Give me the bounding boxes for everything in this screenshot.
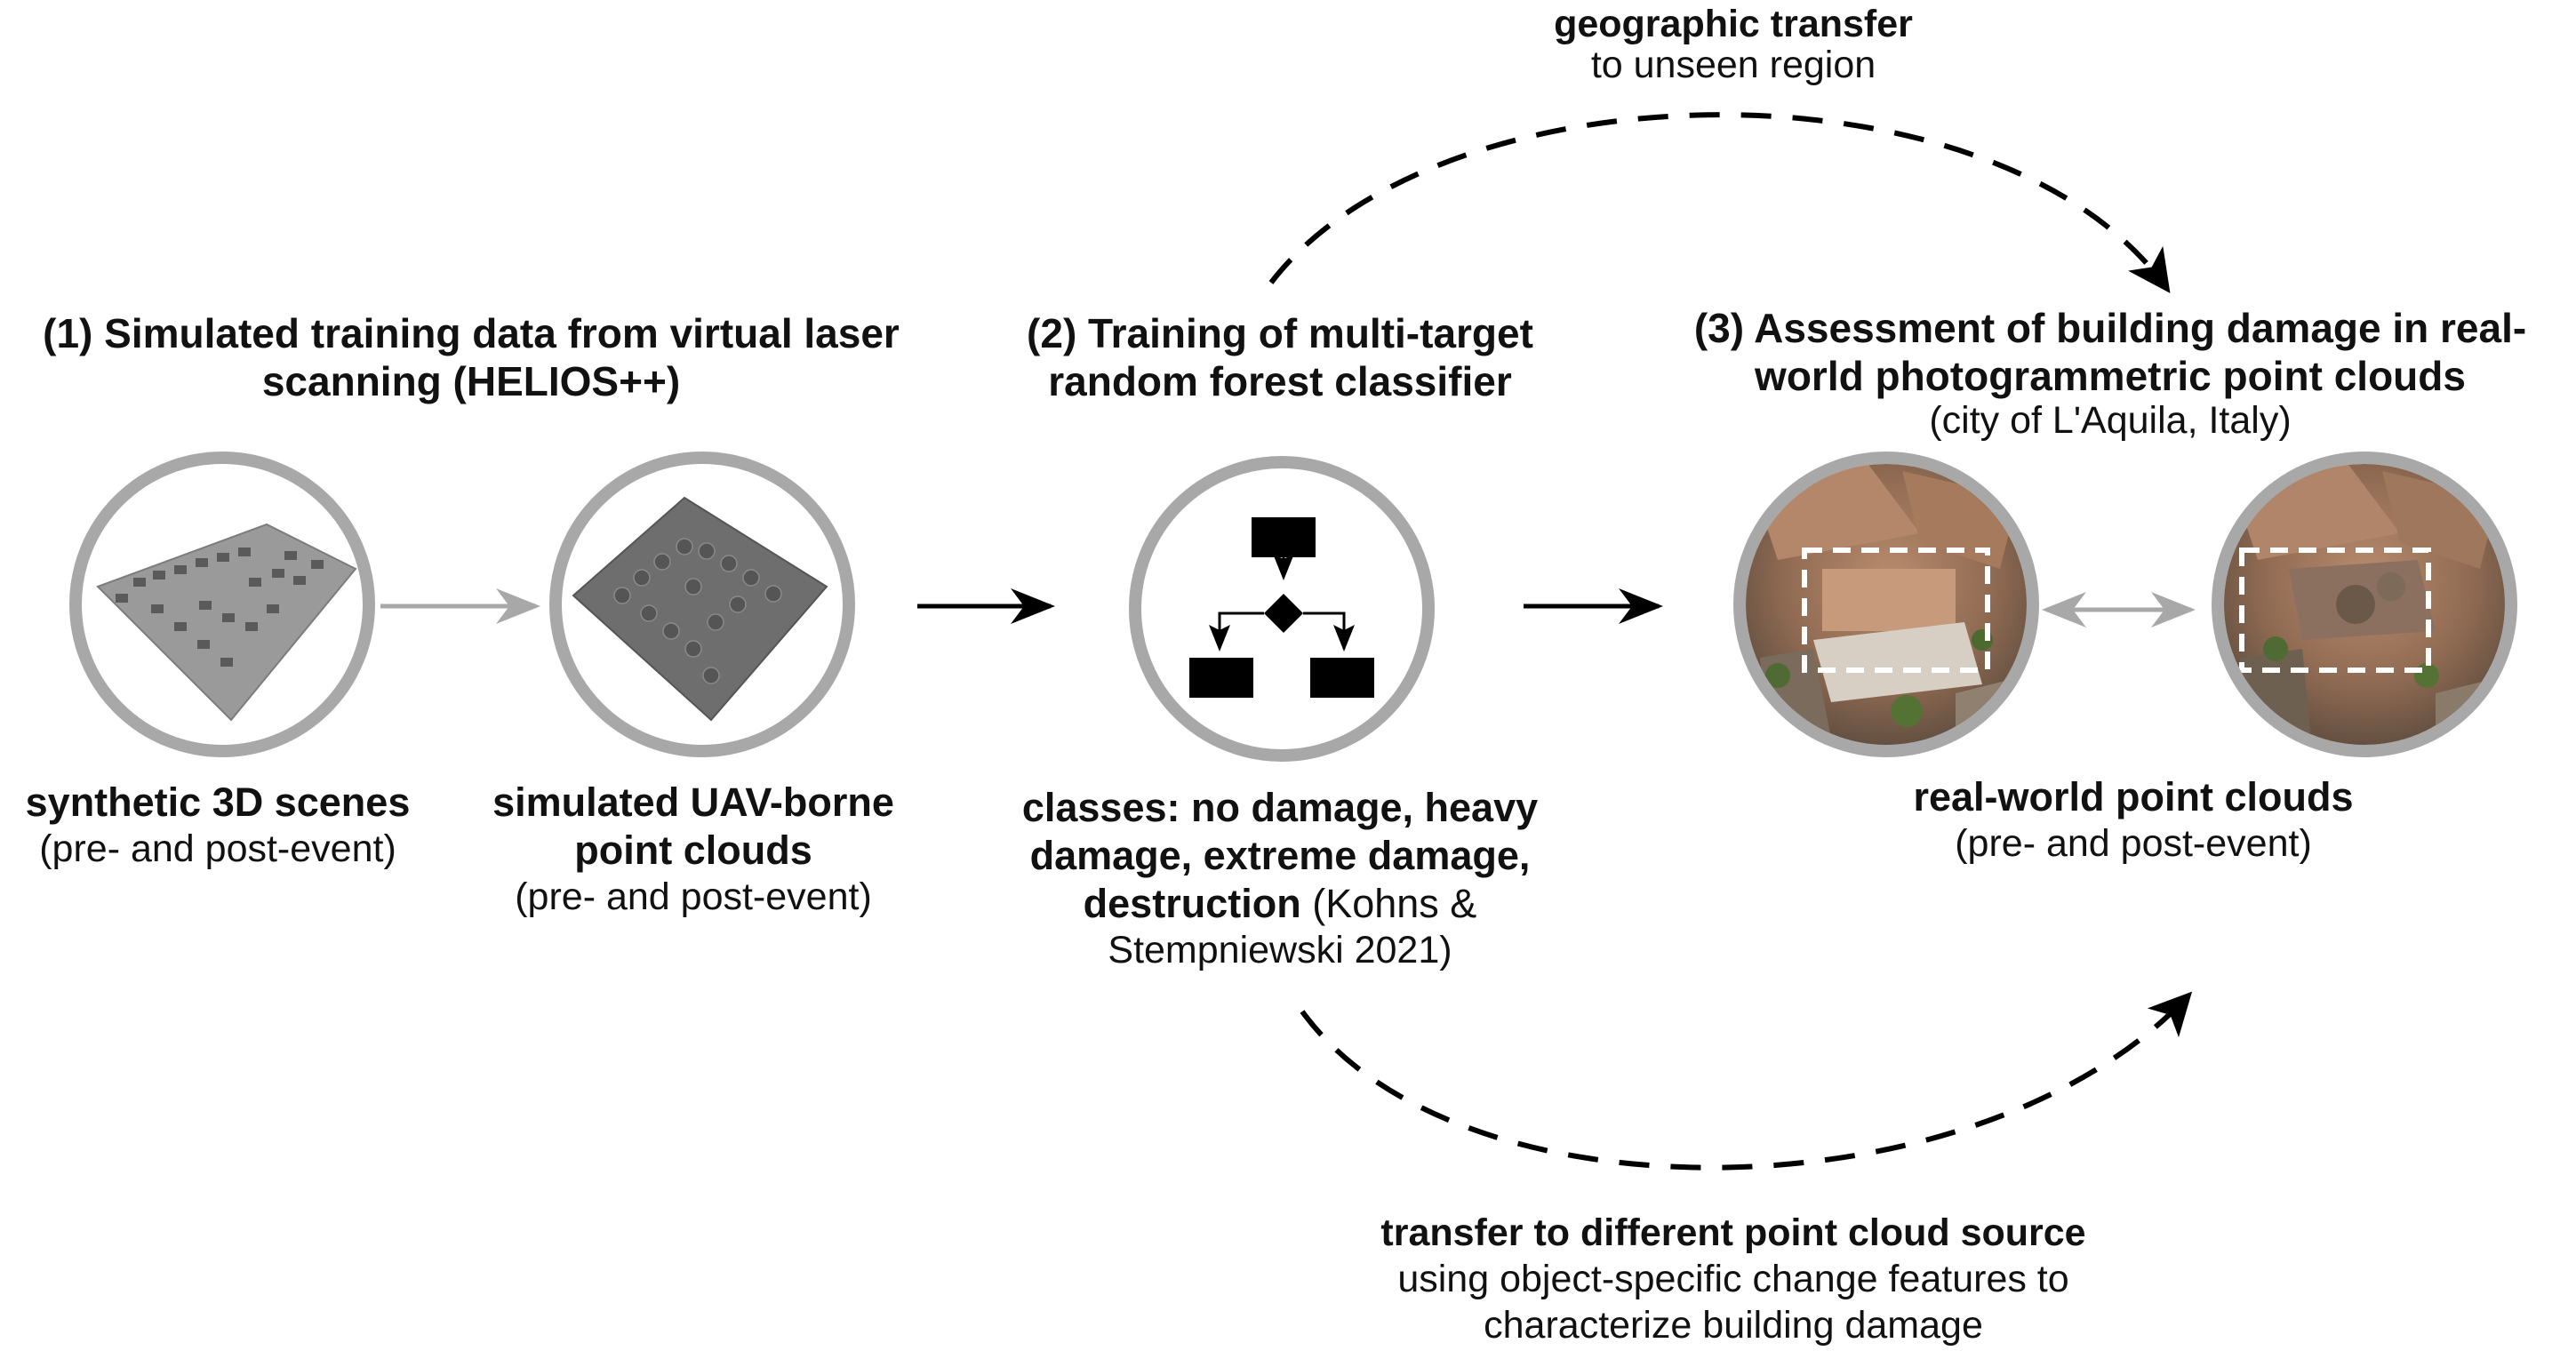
synthetic-scenes-label: synthetic 3D scenes	[25, 779, 411, 825]
realworld-pre-circle	[1733, 452, 2039, 757]
classes-line2: damage, extreme damage,	[1029, 833, 1531, 878]
step1-heading-line1: (1) Simulated training data from virtual…	[43, 310, 900, 356]
geographic-transfer-arrow	[1268, 112, 2171, 293]
realworld-post-circle	[2212, 452, 2517, 757]
step2-heading-line2: random forest classifier	[1048, 358, 1512, 404]
source-transfer-arrow	[1300, 991, 2193, 1171]
uav-pointclouds-label-line1: simulated UAV-borne	[492, 779, 894, 825]
classes-line4: Stempniewski 2021)	[1108, 929, 1452, 971]
synthetic-scene-circle	[69, 452, 375, 757]
source-transfer-line3: characterize building damage	[1484, 1304, 1983, 1347]
step3-heading-line1: (3) Assessment of building damage in rea…	[1693, 305, 2527, 351]
classifier-circle	[1129, 456, 1435, 762]
step3-heading-line2: world photogrammetric point clouds	[1755, 353, 2466, 399]
classes-reference-start: (Kohns &	[1300, 881, 1477, 926]
classes-line1: classes: no damage, heavy	[1021, 785, 1539, 830]
uav-pointcloud-circle	[549, 452, 855, 757]
realworld-sub: (pre- and post-event)	[1955, 822, 2312, 865]
classes-line3: destruction (Kohns &	[960, 880, 1600, 928]
uav-pointclouds-sub: (pre- and post-event)	[515, 875, 872, 918]
step2-heading-line1: (2) Training of multi-target	[1027, 310, 1533, 356]
synthetic-scenes-sub: (pre- and post-event)	[39, 827, 396, 870]
step1-heading-line2: scanning (HELIOS++)	[261, 358, 681, 404]
realworld-label: real-world point clouds	[1913, 774, 2354, 819]
source-transfer-title: transfer to different point cloud source	[1380, 1211, 2086, 1254]
source-transfer-line2: using object-specific change features to	[1397, 1258, 2069, 1300]
step3-heading-sub: (city of L'Aquila, Italy)	[1929, 399, 2292, 442]
uav-pointclouds-label-line2: point clouds	[574, 827, 812, 873]
geographic-transfer-title: geographic transfer	[1554, 3, 1913, 45]
classes-destruction: destruction	[1083, 881, 1301, 926]
geographic-transfer-subtitle: to unseen region	[1590, 44, 1876, 86]
decision-tree-icon	[1189, 517, 1374, 698]
